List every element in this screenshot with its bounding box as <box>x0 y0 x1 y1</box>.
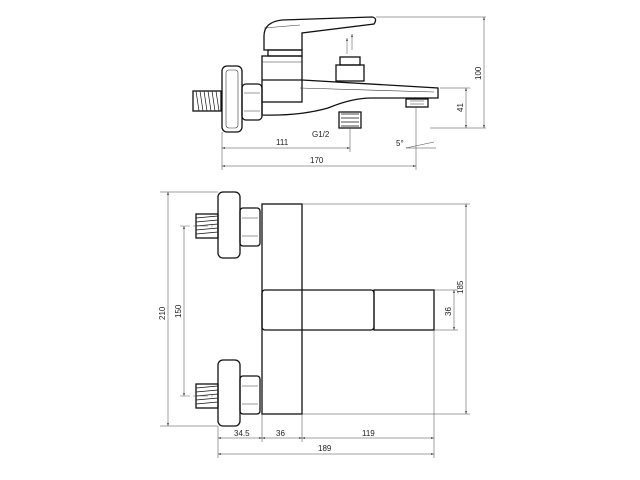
side-spout <box>261 79 439 116</box>
dim-111: 111 <box>276 138 289 147</box>
dim-36v: 36 <box>444 307 453 316</box>
side-nut <box>241 83 263 121</box>
diverter-knob <box>335 34 365 82</box>
front-upper-inlet <box>195 191 261 259</box>
side-flange-inner <box>225 69 239 129</box>
dim-34-5: 34.5 <box>234 429 250 438</box>
side-lever-base <box>267 49 303 57</box>
front-lever <box>261 289 375 331</box>
side-wall-flange <box>221 65 243 133</box>
front-valve-body <box>261 203 303 415</box>
thread-label: G1/2 <box>312 130 330 139</box>
dim-150: 150 <box>174 304 183 318</box>
dim-185: 185 <box>456 280 465 294</box>
angle-lines <box>405 141 436 149</box>
side-outlet-thread <box>338 111 362 129</box>
dim-angle: 5° <box>396 139 404 148</box>
side-view: G1/2 111 170 41 100 5° <box>192 16 486 170</box>
side-lever-handle <box>263 16 377 51</box>
side-valve-body <box>261 55 303 103</box>
dim-119: 119 <box>362 429 375 438</box>
dim-189: 189 <box>318 444 332 453</box>
side-inlet-thread <box>192 90 222 112</box>
side-aerator <box>405 98 429 108</box>
dim-41: 41 <box>456 103 465 112</box>
dim-210: 210 <box>158 306 167 320</box>
dim-100: 100 <box>474 66 483 80</box>
dim-170: 170 <box>310 156 324 165</box>
front-view: 210 150 185 36 34.5 36 119 189 <box>158 191 470 458</box>
dim-36h: 36 <box>276 429 285 438</box>
front-spout <box>373 289 435 331</box>
front-lower-inlet <box>195 359 261 427</box>
